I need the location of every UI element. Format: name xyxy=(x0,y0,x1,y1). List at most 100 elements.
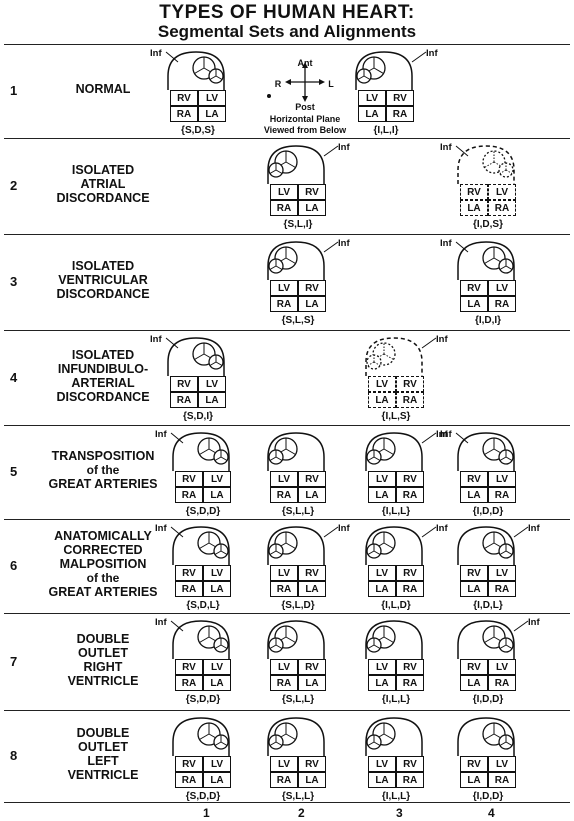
inf-leader-icon xyxy=(411,51,427,63)
legend-r: R xyxy=(274,79,282,89)
chamber-ra: RA xyxy=(488,675,516,691)
row-divider xyxy=(4,710,570,711)
segmental-set-label: {S,D,D} xyxy=(185,506,221,517)
chamber-la: LA xyxy=(298,200,326,216)
row-number: 6 xyxy=(10,558,18,573)
inf-label: Inf xyxy=(436,334,448,345)
segmental-set-label: {S,D,S} xyxy=(181,125,215,136)
row-divider xyxy=(4,234,570,235)
row-name-line: of the xyxy=(86,463,120,477)
heart-outline-icon xyxy=(365,432,423,471)
chamber-rv: RV xyxy=(396,471,424,487)
inf-leader-icon xyxy=(421,337,437,349)
segmental-set-label: {I,L,S} xyxy=(381,411,411,422)
chamber-rv: RV xyxy=(396,659,424,675)
chamber-rv: RV xyxy=(175,756,203,772)
chamber-lv: LV xyxy=(488,471,516,487)
heart-outline-icon xyxy=(267,526,325,565)
inf-label: Inf xyxy=(528,523,540,534)
heart-outline-icon xyxy=(267,432,325,471)
column-number: 2 xyxy=(298,806,305,820)
row-name-line: ATRIAL xyxy=(80,177,126,191)
legend-dot-icon xyxy=(267,94,271,98)
row-name-line: VENTRICLE xyxy=(67,768,139,782)
inf-leader-icon xyxy=(513,526,529,538)
chamber-ra: RA xyxy=(170,106,198,122)
heart-outline-icon xyxy=(172,620,230,659)
legend-caption-1: Horizontal Plane xyxy=(269,114,341,124)
chamber-lv: LV xyxy=(488,280,516,296)
chamber-la: LA xyxy=(298,581,326,597)
chamber-la: LA xyxy=(198,106,226,122)
inf-leader-icon xyxy=(165,337,179,349)
row-name-line: ISOLATED xyxy=(71,259,135,273)
row-divider xyxy=(4,802,570,803)
inf-label: Inf xyxy=(338,238,350,249)
inf-label: Inf xyxy=(155,523,167,534)
chamber-la: LA xyxy=(298,772,326,788)
chamber-ra: RA xyxy=(270,487,298,503)
chamber-ra: RA xyxy=(488,487,516,503)
row-number: 3 xyxy=(10,274,18,289)
chamber-ra: RA xyxy=(270,772,298,788)
chamber-ra: RA xyxy=(175,772,203,788)
inf-leader-icon xyxy=(323,241,339,253)
segmental-set-label: {S,L,D} xyxy=(281,600,315,611)
row-divider xyxy=(4,613,570,614)
inf-leader-icon xyxy=(513,620,529,632)
chamber-ra: RA xyxy=(488,772,516,788)
chamber-rv: RV xyxy=(460,471,488,487)
chamber-rv: RV xyxy=(298,565,326,581)
chamber-ra: RA xyxy=(488,296,516,312)
chamber-rv: RV xyxy=(298,756,326,772)
chamber-la: LA xyxy=(298,487,326,503)
legend-post: Post xyxy=(295,102,315,112)
chamber-la: LA xyxy=(203,772,231,788)
chamber-la: LA xyxy=(460,296,488,312)
heart-outline-icon xyxy=(457,145,515,184)
inf-leader-icon xyxy=(323,145,339,157)
segmental-set-label: {S,D,D} xyxy=(185,791,221,802)
chamber-lv: LV xyxy=(270,565,298,581)
segmental-set-label: {I,L,L} xyxy=(381,791,411,802)
segmental-set-label: {I,D,L} xyxy=(473,600,503,611)
chamber-lv: LV xyxy=(198,90,226,106)
chamber-lv: LV xyxy=(488,756,516,772)
column-number: 4 xyxy=(488,806,495,820)
heart-outline-icon xyxy=(457,241,515,280)
heart-outline-icon xyxy=(365,620,423,659)
chamber-la: LA xyxy=(368,487,396,503)
chamber-rv: RV xyxy=(298,471,326,487)
chamber-rv: RV xyxy=(175,565,203,581)
row-name-line: ISOLATED xyxy=(71,163,135,177)
segmental-set-label: {S,L,S} xyxy=(281,315,315,326)
chamber-la: LA xyxy=(460,200,488,216)
heart-outline-icon xyxy=(457,620,515,659)
inf-label: Inf xyxy=(155,617,167,628)
segmental-set-label: {I,D,D} xyxy=(472,791,504,802)
chamber-la: LA xyxy=(368,675,396,691)
chamber-ra: RA xyxy=(386,106,414,122)
chamber-rv: RV xyxy=(175,471,203,487)
segmental-set-label: {S,D,L} xyxy=(186,600,220,611)
chamber-lv: LV xyxy=(368,471,396,487)
heart-outline-icon xyxy=(267,620,325,659)
chamber-la: LA xyxy=(368,392,396,408)
chamber-rv: RV xyxy=(460,659,488,675)
chamber-lv: LV xyxy=(203,565,231,581)
row-name: NORMAL xyxy=(28,82,178,96)
inf-leader-icon xyxy=(421,526,437,538)
legend-caption-2: Viewed from Below xyxy=(263,125,347,135)
chamber-rv: RV xyxy=(298,184,326,200)
row-number: 8 xyxy=(10,748,18,763)
segmental-set-label: {I,D,I} xyxy=(474,315,502,326)
row-divider xyxy=(4,138,570,139)
chamber-lv: LV xyxy=(270,280,298,296)
chamber-lv: LV xyxy=(270,659,298,675)
chamber-ra: RA xyxy=(270,675,298,691)
row-name-line: GREAT ARTERIES xyxy=(48,585,158,599)
row-number: 2 xyxy=(10,178,18,193)
